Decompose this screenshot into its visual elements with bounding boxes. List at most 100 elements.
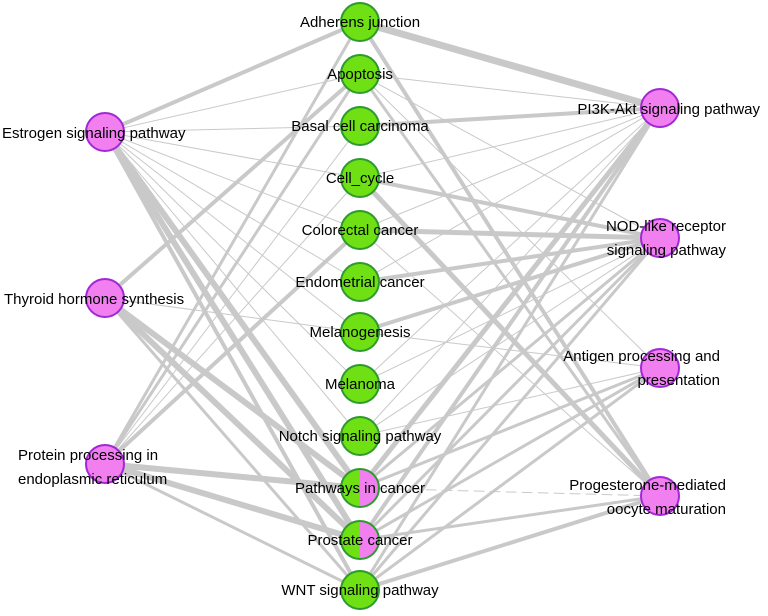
label-wnt-line-1: WNT signaling pathway: [281, 582, 439, 599]
edge-nod-cellcycle: [358, 176, 662, 240]
edge-antigen-pathways: [358, 366, 662, 490]
label-progesterone-line-2: oocyte maturation: [607, 501, 726, 518]
edges-layer: [102, 18, 664, 592]
edge-pi3k-colorectal: [359, 107, 661, 231]
node-wnt[interactable]: [340, 570, 380, 610]
label-pi3k-line-1: PI3K-Akt signaling pathway: [577, 101, 760, 118]
label-basal-line-1: Basal cell carcinoma: [291, 118, 429, 135]
edge-estrogen-notch: [104, 131, 361, 437]
node-pathways[interactable]: [340, 468, 380, 508]
edge-protein-wnt: [103, 462, 362, 592]
label-melanoma-line-1: Melanoma: [325, 376, 396, 393]
node-thyroid-circle: [85, 278, 125, 318]
label-thyroid: Thyroid hormone synthesis: [4, 291, 184, 308]
edge-thyroid-apoptosis: [103, 72, 362, 300]
label-progesterone-line-1: Progesterone-mediated: [569, 477, 726, 494]
node-apoptosis-circle: [340, 54, 380, 94]
edge-estrogen-pathways: [102, 129, 363, 491]
node-melanoma[interactable]: [340, 364, 380, 404]
edge-progesterone-adherens: [358, 20, 662, 498]
edge-antigen-melanogenesis: [359, 331, 661, 369]
edge-antigen-wnt: [358, 366, 662, 592]
edge-antigen-apoptosis: [359, 73, 661, 369]
label-adherens: Adherens junction: [300, 14, 420, 31]
node-endometrial[interactable]: [340, 262, 380, 302]
edge-estrogen-prostate: [102, 129, 363, 543]
edge-estrogen-melanogenesis: [104, 131, 361, 333]
label-melanogenesis: Melanogenesis: [310, 324, 411, 341]
label-endometrial: Endometrial cancer: [295, 274, 424, 291]
edge-thyroid-prostate: [102, 295, 363, 543]
node-nod[interactable]: [640, 218, 680, 258]
node-protein-circle: [85, 444, 125, 484]
node-antigen[interactable]: [640, 348, 680, 388]
label-progesterone: Progesterone-mediated oocyte maturation: [569, 477, 726, 518]
label-nod-line-2: signaling pathway: [607, 242, 727, 259]
edge-antigen-notch: [359, 367, 661, 437]
node-thyroid[interactable]: [85, 278, 125, 318]
node-pi3k[interactable]: [640, 88, 680, 128]
label-prostate: Prostate cancer: [307, 532, 412, 549]
node-colorectal[interactable]: [340, 210, 380, 250]
node-basal[interactable]: [340, 106, 380, 146]
edge-protein-basal: [104, 125, 361, 465]
node-cellcycle[interactable]: [340, 158, 380, 198]
label-adherens-line-1: Adherens junction: [300, 14, 420, 31]
node-colorectal-circle: [340, 210, 380, 250]
label-estrogen: Estrogen signaling pathway: [2, 125, 186, 142]
node-estrogen[interactable]: [85, 112, 125, 152]
label-cellcycle: Cell_cycle: [326, 170, 394, 187]
label-thyroid-line-1: Thyroid hormone synthesis: [4, 291, 184, 308]
node-melanogenesis-circle: [340, 312, 380, 352]
node-pathways-ring: [340, 468, 380, 508]
node-antigen-circle: [640, 348, 680, 388]
node-melanogenesis[interactable]: [340, 312, 380, 352]
edge-progesterone-colorectal: [359, 229, 661, 497]
edge-protein-adherens: [103, 20, 362, 466]
edge-thyroid-melanogenesis: [104, 297, 361, 333]
node-apoptosis[interactable]: [340, 54, 380, 94]
node-adherens-circle: [340, 2, 380, 42]
node-prostate[interactable]: [340, 520, 380, 560]
label-melanoma: Melanoma: [325, 376, 396, 393]
edge-estrogen-colorectal: [104, 131, 361, 231]
node-estrogen-circle: [85, 112, 125, 152]
label-prostate-line-1: Prostate cancer: [307, 532, 412, 549]
edge-thyroid-pathways: [102, 295, 363, 491]
node-notch[interactable]: [340, 416, 380, 456]
label-apoptosis-line-1: Apoptosis: [327, 66, 393, 83]
node-prostate-left-half: [341, 521, 360, 559]
node-pathways-left-half: [341, 469, 360, 507]
node-prostate-ring: [340, 520, 380, 560]
label-wnt: WNT signaling pathway: [281, 582, 439, 599]
node-protein[interactable]: [85, 444, 125, 484]
label-notch-line-1: Notch signaling pathway: [279, 428, 442, 445]
edge-progesterone-wnt: [358, 494, 662, 592]
label-antigen-line-1: Antigen processing and: [563, 348, 720, 365]
edge-progesterone-cellcycle: [357, 175, 663, 499]
edge-estrogen-cellcycle: [104, 131, 361, 179]
label-antigen-line-2: presentation: [637, 372, 720, 389]
node-progesterone[interactable]: [640, 476, 680, 516]
edge-pi3k-cellcycle: [359, 107, 661, 179]
label-colorectal-line-1: Colorectal cancer: [302, 222, 419, 239]
label-basal: Basal cell carcinoma: [291, 118, 429, 135]
label-pi3k: PI3K-Akt signaling pathway: [577, 101, 760, 118]
edge-protein-apoptosis: [103, 72, 362, 466]
node-adherens[interactable]: [340, 2, 380, 42]
node-basal-circle: [340, 106, 380, 146]
node-notch-circle: [340, 416, 380, 456]
edge-protein-colorectal: [103, 228, 362, 466]
edge-pi3k-endometrial: [359, 107, 661, 283]
node-wnt-circle: [340, 570, 380, 610]
edge-estrogen-basal: [104, 125, 361, 133]
label-apoptosis: Apoptosis: [327, 66, 393, 83]
edge-estrogen-apoptosis: [104, 73, 361, 133]
edge-estrogen-melanoma: [104, 131, 361, 385]
edge-nod-melanoma: [359, 237, 661, 385]
node-endometrial-circle: [340, 262, 380, 302]
